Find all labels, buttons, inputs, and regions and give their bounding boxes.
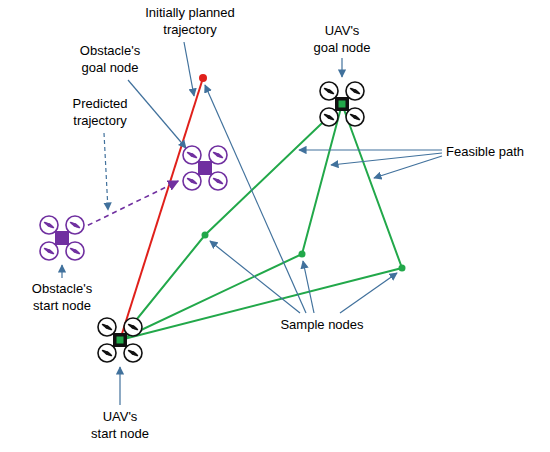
callout-label: Sample nodes <box>280 316 363 333</box>
drone-icon <box>317 79 367 129</box>
drone-icon <box>180 143 230 193</box>
feasible-path <box>120 104 402 340</box>
leader-lines <box>62 42 442 405</box>
drone-node: Obstacle's start node <box>37 213 87 263</box>
drone-icon <box>95 315 145 365</box>
planned-trajectory <box>120 78 203 340</box>
callout-label: Predicted trajectory <box>63 95 138 129</box>
drone-node: UAV's goal node <box>317 79 367 129</box>
node-label: UAV's goal node <box>312 22 373 56</box>
node-label: Obstacle's start node <box>25 280 100 314</box>
callout-label: Feasible path <box>446 143 524 160</box>
drone-node: Obstacle's goal node <box>180 143 230 193</box>
drone-icon <box>37 213 87 263</box>
callout-label: Initially planned trajectory <box>133 4 248 38</box>
node-label: Obstacle's goal node <box>73 42 148 76</box>
node-label: UAV's start node <box>90 408 151 442</box>
drone-node: UAV's start node <box>95 315 145 365</box>
predicted-trajectory <box>88 181 178 225</box>
trajectory-end-dot <box>199 74 207 82</box>
